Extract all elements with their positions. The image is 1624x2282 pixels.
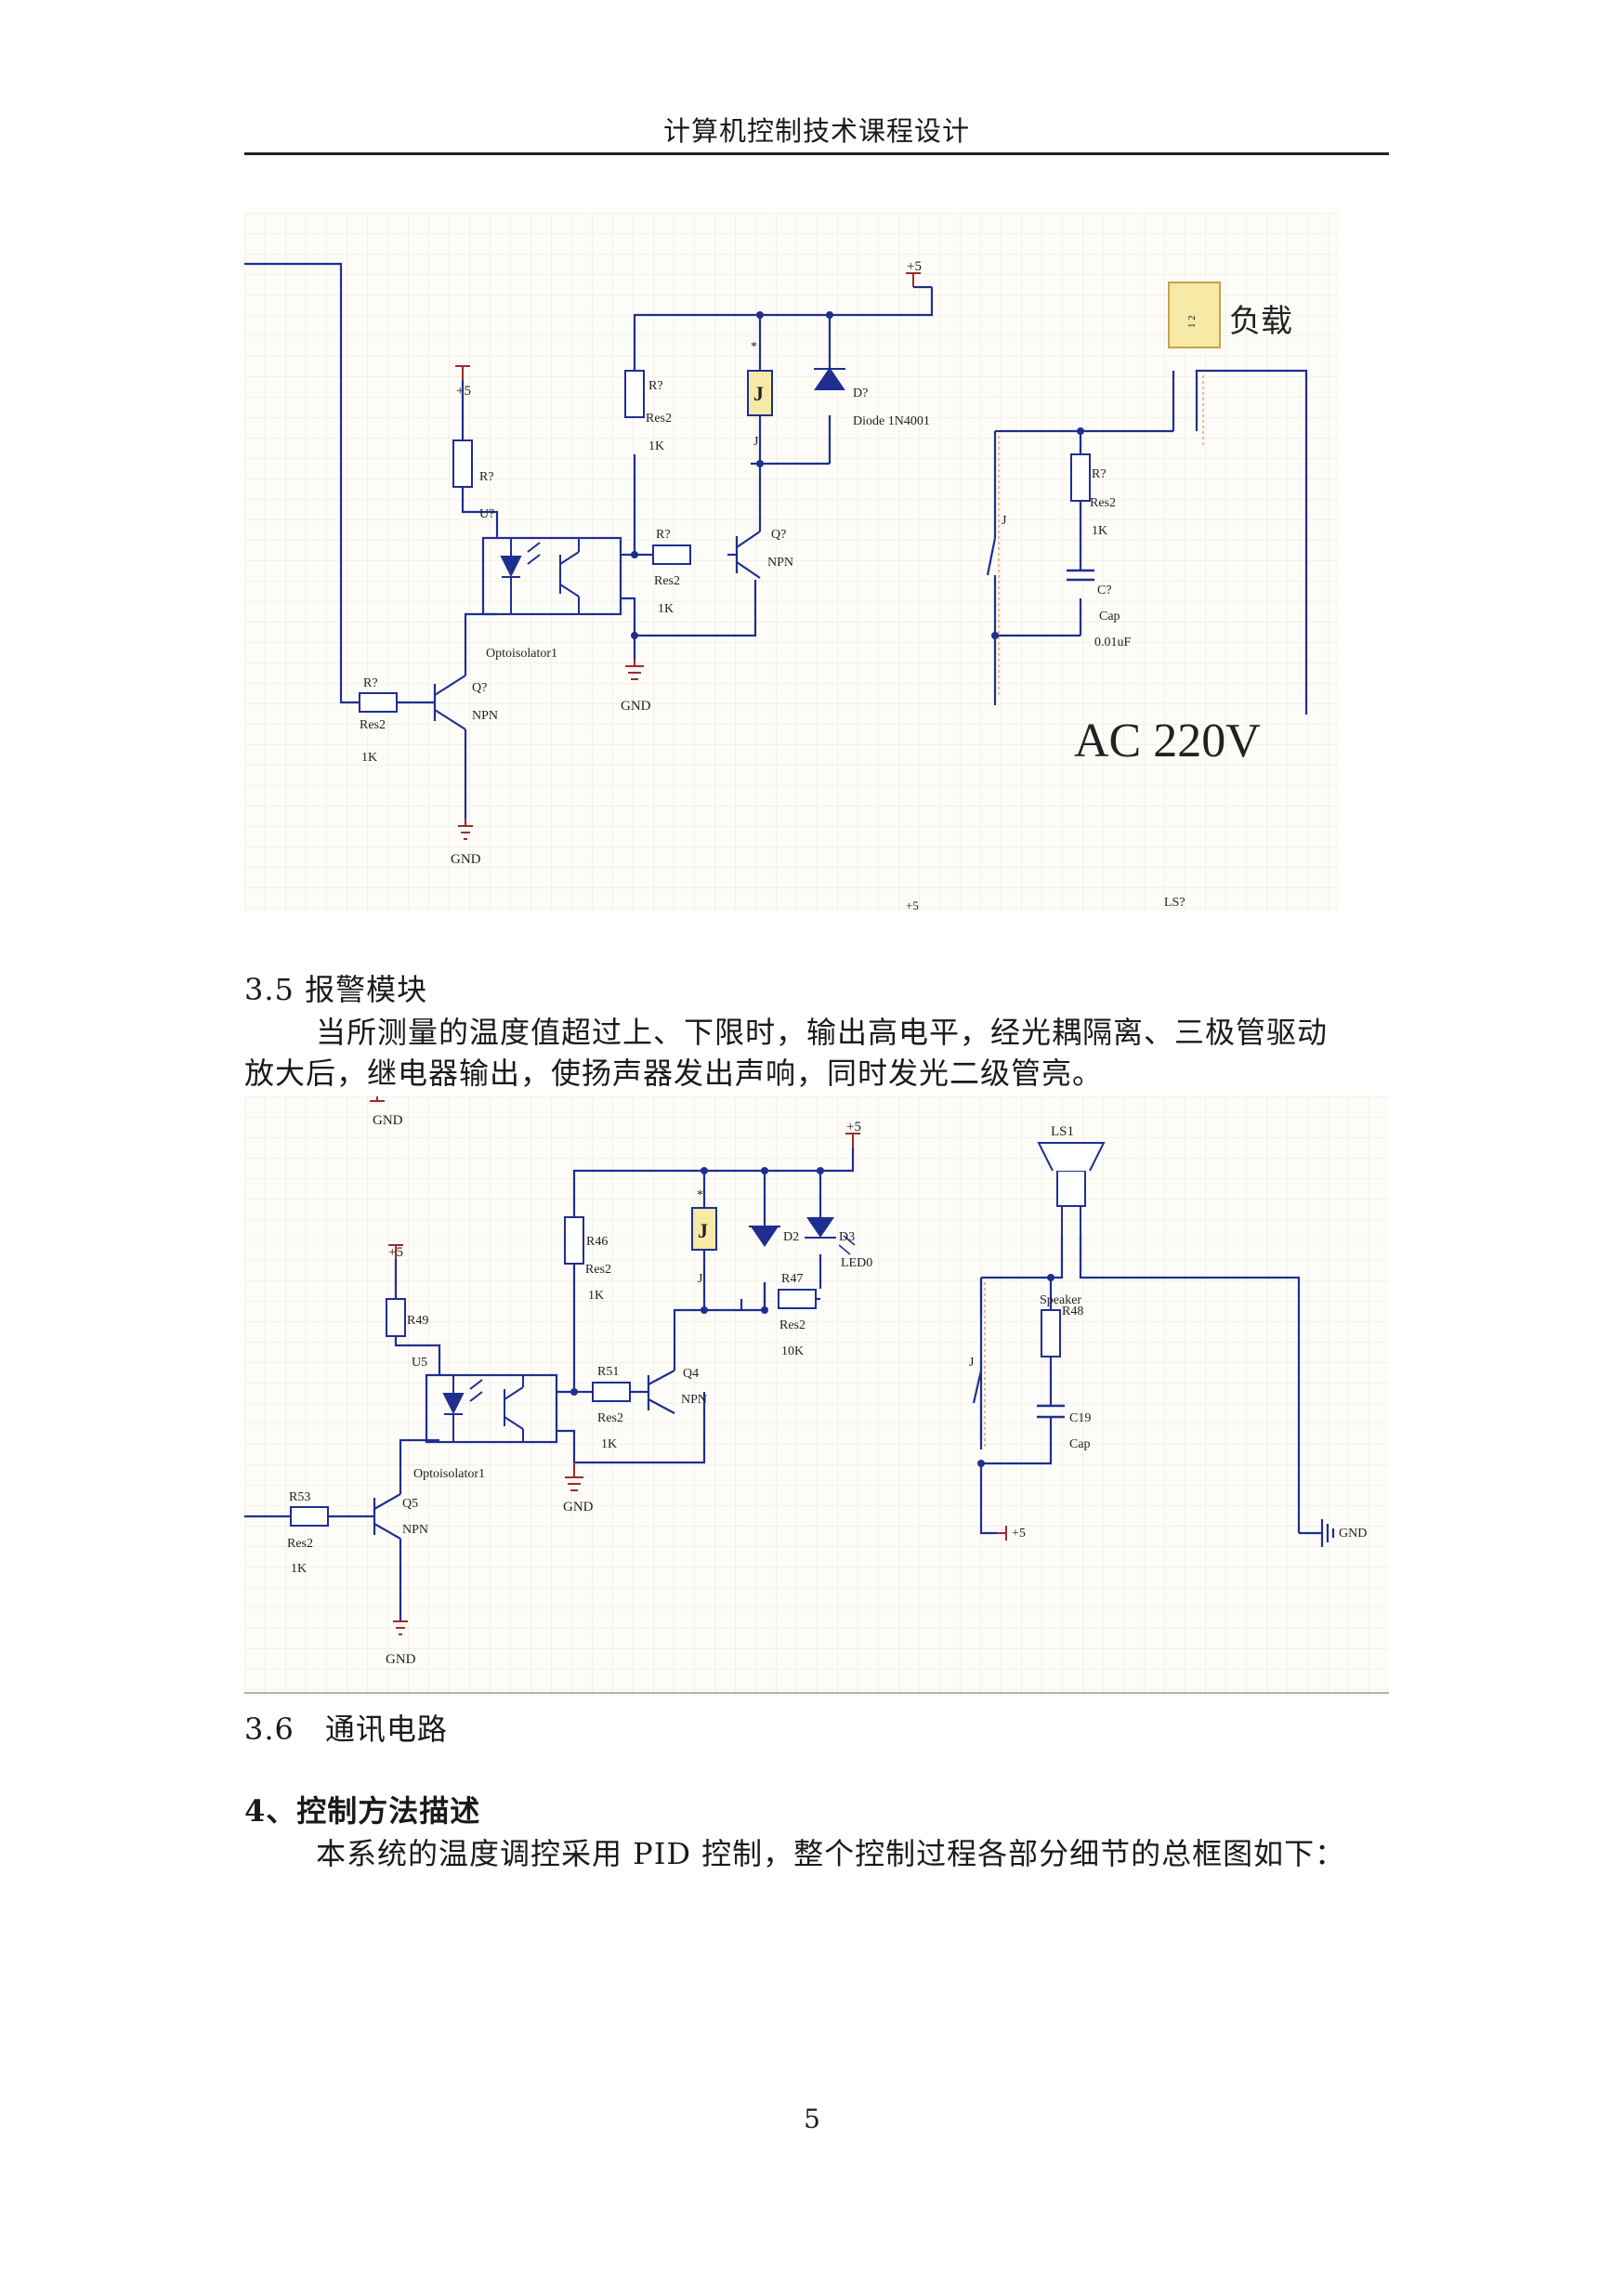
- label-cap: C?: [1097, 584, 1112, 597]
- label-r-b-val: 1K: [648, 439, 664, 453]
- label-r-e-type: Res2: [1090, 496, 1116, 510]
- page-number: 5: [804, 2104, 820, 2134]
- label-u5: U5: [412, 1356, 427, 1370]
- label-q1-type: NPN: [472, 709, 498, 723]
- relay-circuit-schematic: +5 +5 GND GND R? Res2 1K R? U? R? Res2 1…: [244, 213, 1339, 911]
- label-r-a-type: Res2: [360, 718, 386, 732]
- label-gnd-bottom: GND: [386, 1652, 416, 1667]
- label-q2-type: NPN: [767, 556, 793, 570]
- label-r53: R53: [289, 1490, 310, 1504]
- label-relay-name: J: [698, 1272, 703, 1286]
- label-q5-type: NPN: [402, 1523, 428, 1537]
- label-q5: Q5: [402, 1497, 418, 1511]
- label-diode-type: Diode 1N4001: [853, 414, 930, 428]
- label-r-b: R?: [648, 379, 663, 393]
- label-r47-val: 10K: [781, 1344, 804, 1358]
- label-diode: D?: [853, 387, 868, 400]
- label-load: 负载: [1229, 304, 1292, 339]
- label-r46-type: Res2: [585, 1263, 611, 1277]
- label-relay: J: [753, 382, 764, 405]
- label-relay: J: [698, 1219, 708, 1242]
- section-3-5-heading: 3.5 报警模块: [244, 972, 428, 1007]
- label-ac: AC 220V: [1074, 715, 1261, 767]
- label-gnd-right: GND: [1339, 1527, 1367, 1541]
- label-ls1: LS1: [1051, 1124, 1074, 1139]
- label-r53-val: 1K: [291, 1562, 307, 1576]
- label-q2: Q?: [771, 528, 786, 542]
- header-title: 计算机控制技术课程设计: [662, 115, 970, 147]
- label-d2: D2: [783, 1230, 799, 1244]
- label-r-e-val: 1K: [1092, 524, 1107, 538]
- label-r-c: R?: [656, 528, 671, 542]
- section-4-line1: 本系统的温度调控采用 PID 控制，整个控制过程各部分细节的总框图如下：: [316, 1836, 1346, 1871]
- section-3-5-line2: 放大后，继电器输出，使扬声器发出声响，同时发光二级管亮。: [244, 1056, 1104, 1091]
- label-opto: Optoisolator1: [486, 647, 557, 661]
- label-gnd-top: GND: [373, 1113, 403, 1128]
- label-switch: J: [969, 1356, 975, 1370]
- figure-relay-circuit: +5 +5 GND GND R? Res2 1K R? U? R? Res2 1…: [244, 213, 1339, 911]
- section-3-5-line1: 当所测量的温度值超过上、下限时，输出高电平，经光耦隔离、三极管驱动: [316, 1015, 1329, 1050]
- label-speaker: Speaker: [1040, 1293, 1081, 1307]
- label-r-e: R?: [1092, 467, 1107, 481]
- label-gnd1: GND: [451, 852, 481, 867]
- label-r53-type: Res2: [287, 1537, 313, 1551]
- label-r46-val: 1K: [588, 1289, 604, 1303]
- alarm-circuit-schematic: GND +5 +5 R46 Res2 1K R49 U5 R51 Res2 1K…: [244, 1096, 1389, 1696]
- label-cut-ls: LS?: [1164, 896, 1185, 910]
- label-gnd2: GND: [621, 699, 651, 714]
- label-cap-type: Cap: [1099, 610, 1120, 623]
- label-switch: J: [1002, 514, 1007, 528]
- label-r47: R47: [781, 1272, 803, 1286]
- label-r51: R51: [597, 1365, 619, 1379]
- label-r49: R49: [407, 1314, 428, 1328]
- label-relay-star: *: [697, 1188, 703, 1202]
- label-opto: Optoisolator1: [413, 1467, 485, 1481]
- label-relay-star: *: [751, 340, 757, 354]
- label-c19: C19: [1069, 1411, 1091, 1425]
- figure-alarm-circuit: GND +5 +5 R46 Res2 1K R49 U5 R51 Res2 1K…: [244, 1096, 1389, 1696]
- label-r51-val: 1K: [601, 1437, 617, 1451]
- label-r-c-type: Res2: [654, 574, 680, 588]
- label-led: LED0: [841, 1256, 872, 1270]
- label-cut-plus5: +5: [906, 898, 919, 911]
- label-gnd-mid: GND: [563, 1500, 594, 1515]
- label-q1: Q?: [472, 681, 487, 695]
- label-load-pins: 1 2: [1186, 315, 1198, 328]
- label-plus5-top: +5: [846, 1120, 861, 1134]
- label-r-a: R?: [363, 676, 378, 690]
- section-3-6-heading: 3.6 通讯电路: [244, 1712, 448, 1747]
- label-d3: D3: [839, 1230, 855, 1244]
- label-r-a-val: 1K: [361, 751, 377, 765]
- label-r47-type: Res2: [779, 1318, 805, 1332]
- label-relay-name: J: [753, 435, 759, 449]
- label-q4: Q4: [683, 1367, 699, 1381]
- label-plus5-left: +5: [456, 384, 471, 399]
- label-plus5-left: +5: [388, 1245, 403, 1260]
- label-r46: R46: [586, 1235, 608, 1249]
- label-c19-type: Cap: [1069, 1437, 1091, 1451]
- section-4-heading: 4、控制方法描述: [244, 1793, 481, 1829]
- label-cap-val: 0.01uF: [1094, 636, 1132, 649]
- label-plus5-br: +5: [1012, 1527, 1026, 1541]
- label-r48: R48: [1062, 1305, 1083, 1318]
- label-r-d: R?: [479, 470, 494, 484]
- label-r-b-type: Res2: [646, 412, 672, 426]
- label-r-c-val: 1K: [658, 602, 674, 616]
- label-r51-type: Res2: [597, 1411, 623, 1425]
- label-u-d: U?: [479, 507, 494, 521]
- label-plus5-top: +5: [907, 259, 922, 274]
- page-header: 计算机控制技术课程设计: [244, 110, 1389, 155]
- label-q4-type: NPN: [681, 1393, 707, 1407]
